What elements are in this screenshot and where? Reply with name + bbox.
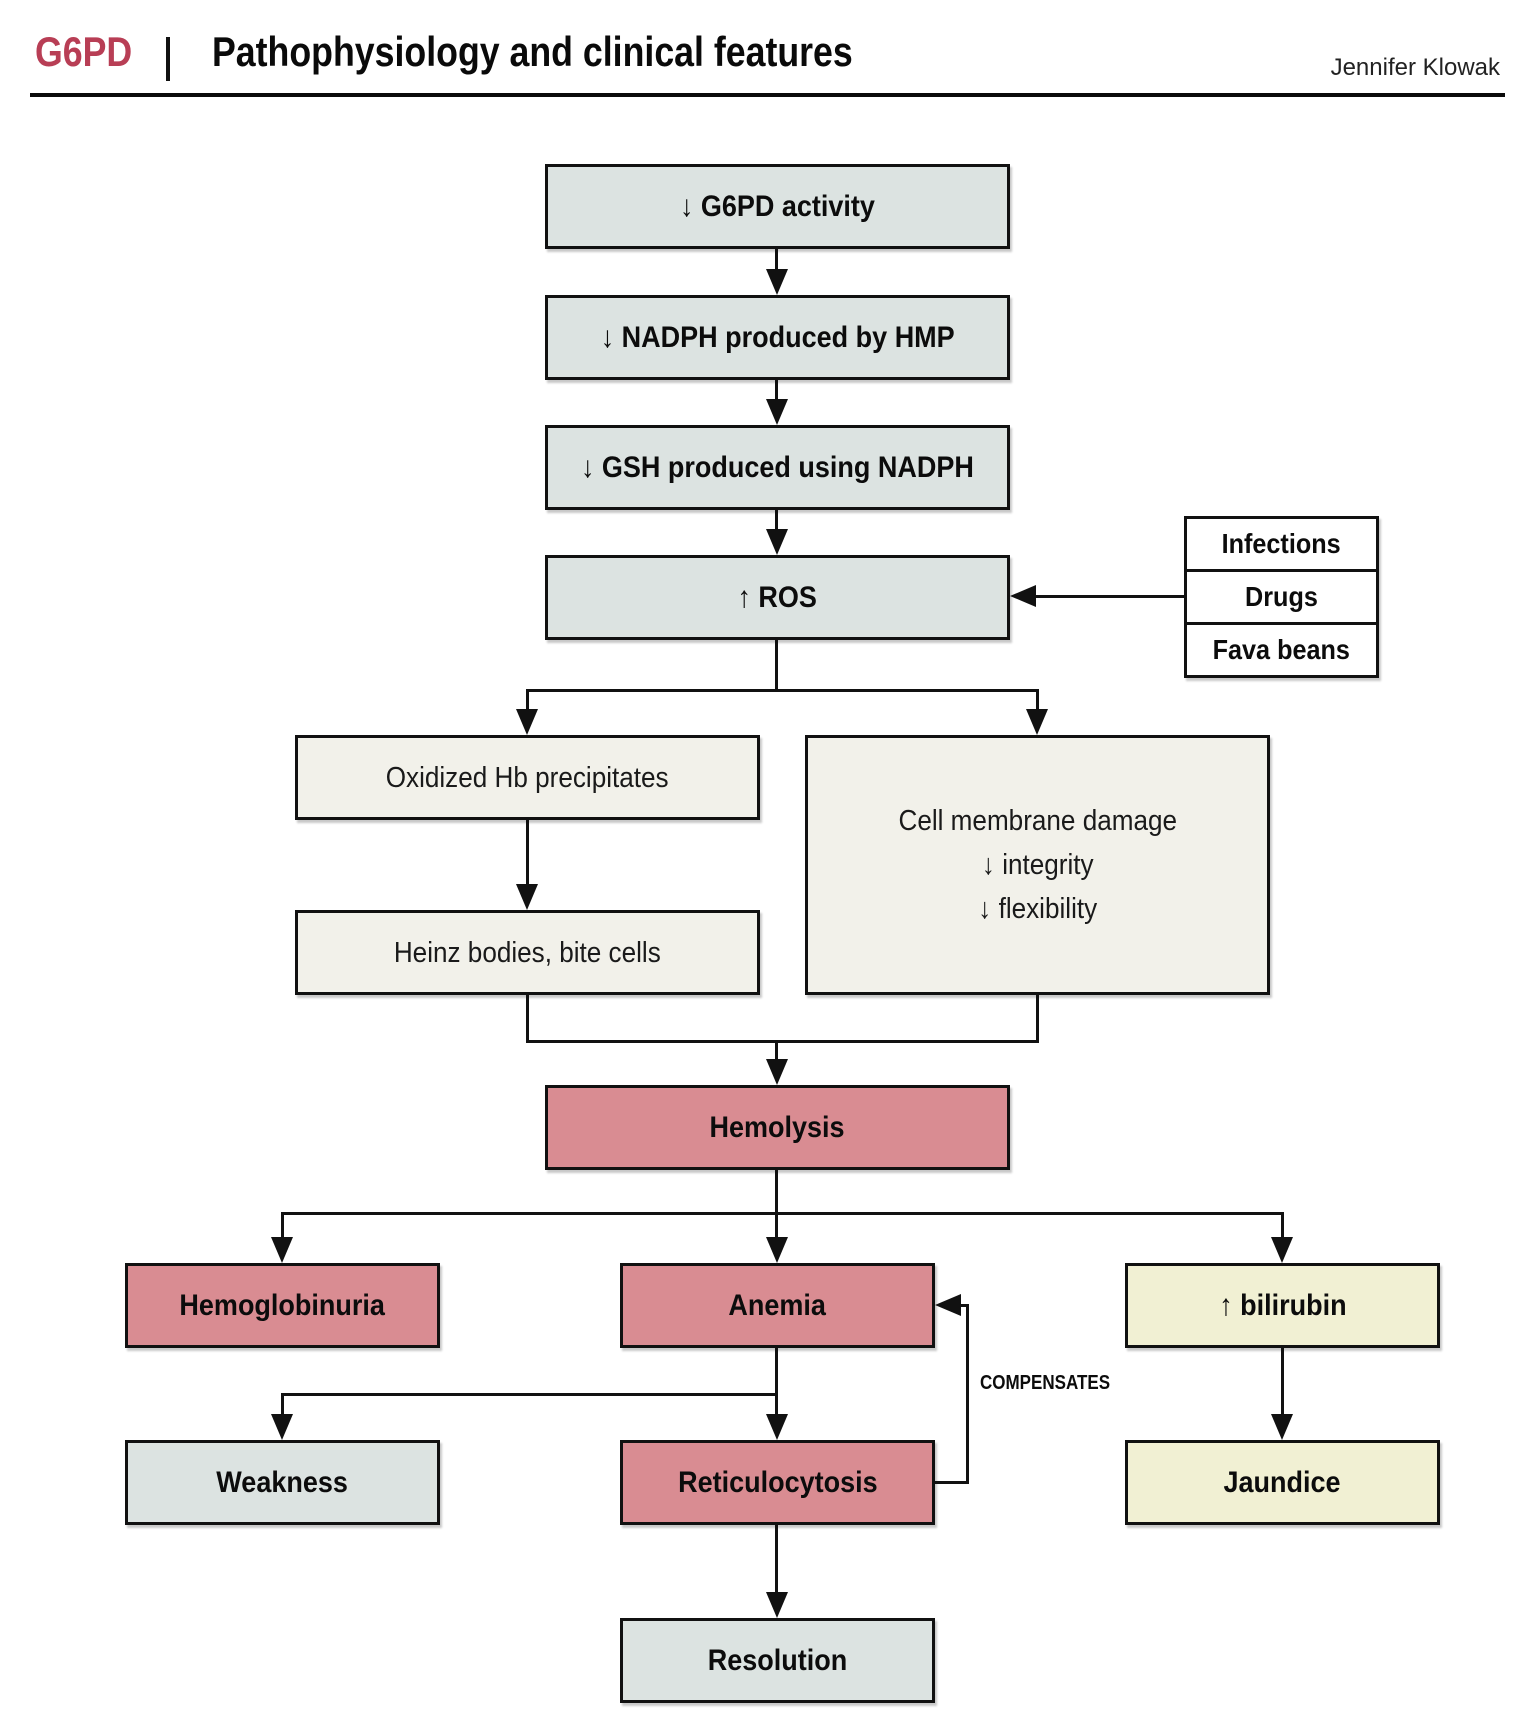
connector-branch-anemia-arrowhead <box>766 1237 788 1263</box>
node-heinz-bodies-label: Heinz bodies, bite cells <box>394 936 661 969</box>
node-hemolysis: Hemolysis <box>545 1085 1010 1170</box>
connector-triggers-ros-line <box>1034 595 1184 598</box>
connector-anemia-reticulocytosis-arrowhead <box>766 1414 788 1440</box>
node-ros-label: ↑ ROS <box>737 580 818 614</box>
connector-merge-bar <box>526 1040 1039 1043</box>
connector-hemolysis-branch-bar <box>281 1212 1284 1215</box>
connector-branch-weakness-line <box>281 1393 284 1415</box>
node-ros: ↑ ROS <box>545 555 1010 640</box>
node-heinz-bodies: Heinz bodies, bite cells <box>295 910 760 995</box>
connector-triggers-ros-arrowhead <box>1010 585 1036 607</box>
feedback-bottom-line <box>935 1481 969 1484</box>
node-anemia-label: Anemia <box>728 1288 827 1322</box>
connector-ros-split-stem <box>775 640 778 692</box>
node-cell-membrane-damage-label: Cell membrane damage ↓ integrity ↓ flexi… <box>898 799 1177 931</box>
node-nadph-label: ↓ NADPH produced by HMP <box>600 320 955 354</box>
connector-anemia-stem <box>775 1348 778 1396</box>
connector-gsh-ros-line <box>775 509 778 530</box>
node-nadph: ↓ NADPH produced by HMP <box>545 295 1010 380</box>
connector-branch-weakness-arrowhead <box>271 1414 293 1440</box>
connector-nadph-gsh-arrowhead <box>766 399 788 425</box>
node-g6pd-activity-label: ↓ G6PD activity <box>679 189 876 223</box>
author-name: Jennifer Klowak <box>1330 54 1500 81</box>
node-bilirubin: ↑ bilirubin <box>1125 1263 1440 1348</box>
node-jaundice-label: Jaundice <box>1223 1465 1342 1499</box>
feedback-arrowhead <box>935 1294 961 1316</box>
connector-branch-hemoglobinuria-arrowhead <box>271 1237 293 1263</box>
node-reticulocytosis-label: Reticulocytosis <box>677 1465 878 1499</box>
node-gsh: ↓ GSH produced using NADPH <box>545 425 1010 510</box>
connector-hemolysis-stem <box>775 1170 778 1215</box>
connector-oxidized-heinz-arrowhead <box>516 884 538 910</box>
connector-split-membrane-line <box>1036 689 1039 710</box>
node-resolution: Resolution <box>620 1618 935 1703</box>
node-triggers: Infections Drugs Fava beans <box>1184 516 1379 678</box>
node-bilirubin-label: ↑ bilirubin <box>1218 1288 1347 1322</box>
connector-gsh-ros-arrowhead <box>766 529 788 555</box>
connector-split-oxidized-arrowhead <box>516 709 538 735</box>
connector-ros-split-bar <box>526 689 1039 692</box>
membrane-line-1: Cell membrane damage <box>898 805 1177 837</box>
node-hemoglobinuria: Hemoglobinuria <box>125 1263 440 1348</box>
connector-g6pd-nadph-arrowhead <box>766 269 788 295</box>
header-separator <box>166 37 170 81</box>
connector-branch-hemoglobinuria-line <box>281 1212 284 1238</box>
trigger-row-infections: Infections <box>1187 519 1376 569</box>
node-resolution-label: Resolution <box>707 1643 848 1677</box>
connector-merge-hemolysis-line <box>775 1040 778 1060</box>
connector-g6pd-nadph-line <box>775 249 778 270</box>
connector-split-membrane-arrowhead <box>1026 709 1048 735</box>
connector-heinz-merge-line <box>526 995 529 1043</box>
feedback-vertical-line <box>966 1304 969 1484</box>
node-anemia: Anemia <box>620 1263 935 1348</box>
node-jaundice: Jaundice <box>1125 1440 1440 1525</box>
trigger-row-fava-beans: Fava beans <box>1187 622 1376 675</box>
node-weakness-label: Weakness <box>216 1465 349 1499</box>
connector-bilirubin-jaundice-line <box>1281 1348 1284 1415</box>
connector-anemia-branch-bar <box>281 1393 778 1396</box>
node-gsh-label: ↓ GSH produced using NADPH <box>580 450 975 484</box>
trigger-infections-label: Infections <box>1221 528 1341 559</box>
connector-reticulocytosis-resolution-line <box>775 1525 778 1593</box>
connector-anemia-reticulocytosis-line <box>775 1393 778 1415</box>
connector-nadph-gsh-line <box>775 379 778 400</box>
node-weakness: Weakness <box>125 1440 440 1525</box>
brand-logo: G6PD <box>35 28 133 75</box>
trigger-row-drugs: Drugs <box>1187 569 1376 622</box>
connector-split-oxidized-line <box>526 689 529 710</box>
trigger-fava-beans-label: Fava beans <box>1212 634 1351 665</box>
connector-branch-bilirubin-arrowhead <box>1271 1237 1293 1263</box>
connector-branch-anemia-line <box>775 1212 778 1238</box>
node-reticulocytosis: Reticulocytosis <box>620 1440 935 1525</box>
page-title: Pathophysiology and clinical features <box>212 28 853 75</box>
connector-merge-hemolysis-arrowhead <box>766 1059 788 1085</box>
node-cell-membrane-damage: Cell membrane damage ↓ integrity ↓ flexi… <box>805 735 1270 995</box>
membrane-line-2: ↓ integrity <box>981 849 1094 881</box>
header-rule <box>30 93 1505 97</box>
node-hemolysis-label: Hemolysis <box>709 1110 846 1144</box>
connector-bilirubin-jaundice-arrowhead <box>1271 1414 1293 1440</box>
node-oxidized-hb-label: Oxidized Hb precipitates <box>386 761 669 794</box>
connector-membrane-merge-line <box>1036 995 1039 1043</box>
node-g6pd-activity: ↓ G6PD activity <box>545 164 1010 249</box>
membrane-line-3: ↓ flexibility <box>978 893 1097 925</box>
feedback-top-line <box>959 1304 969 1307</box>
node-oxidized-hb: Oxidized Hb precipitates <box>295 735 760 820</box>
connector-branch-bilirubin-line <box>1281 1212 1284 1238</box>
node-hemoglobinuria-label: Hemoglobinuria <box>179 1288 386 1322</box>
trigger-drugs-label: Drugs <box>1245 581 1318 612</box>
connector-reticulocytosis-resolution-arrowhead <box>766 1592 788 1618</box>
compensates-label: COMPENSATES <box>980 1372 1111 1394</box>
connector-oxidized-heinz-line <box>526 820 529 885</box>
